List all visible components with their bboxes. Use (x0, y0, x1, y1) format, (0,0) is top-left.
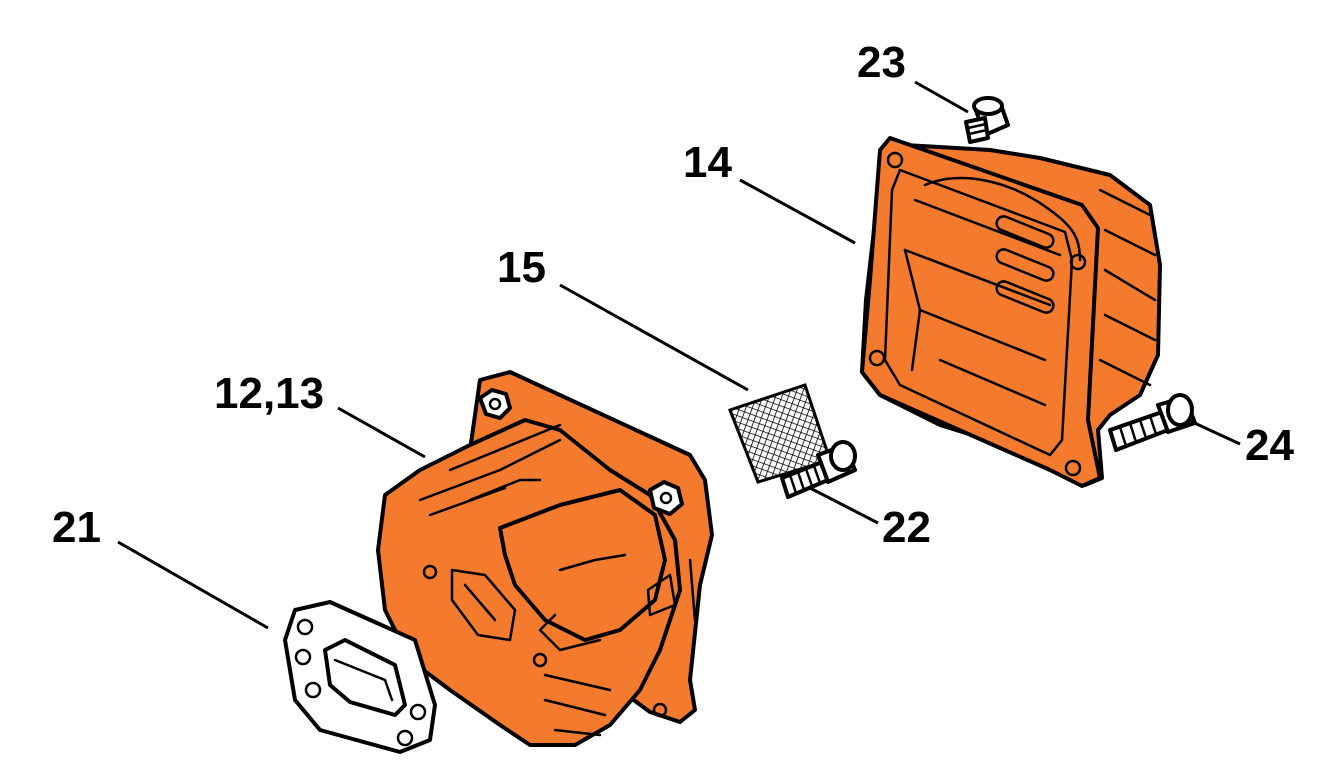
screw-part-22 (780, 440, 857, 499)
leader-line-21 (117, 540, 269, 630)
plug-screw-part-23 (964, 96, 1010, 144)
cover-bolt-hole (1069, 253, 1087, 271)
leader-line-22 (809, 486, 879, 525)
cover-bolt-hole (1064, 459, 1082, 477)
callout-12-13: 12,13 (214, 369, 324, 418)
callout-21: 21 (52, 503, 101, 552)
muffler-bolt-hole (532, 652, 548, 668)
gasket-part-21 (283, 600, 437, 754)
gasket-hole (304, 681, 322, 699)
callout-14: 14 (683, 138, 732, 187)
leader-line-24 (1187, 418, 1241, 446)
cover-bolt-hole (886, 151, 904, 169)
muffler-body-part-12-13 (376, 370, 714, 747)
gasket-hole (396, 729, 414, 747)
cover-slot (995, 248, 1055, 282)
cover-slot (995, 215, 1055, 249)
callout-22: 22 (882, 503, 931, 552)
callout-24: 24 (1245, 421, 1294, 470)
muffler-bolt-hole (652, 702, 668, 718)
hex-nut (648, 480, 684, 516)
cover-opening (883, 168, 1074, 457)
leader-line-15 (559, 283, 749, 392)
callout-23: 23 (857, 38, 906, 87)
muffler-outlet (450, 568, 517, 642)
callout-15: 15 (497, 243, 546, 292)
gasket-port (323, 638, 407, 717)
gasket-hole (296, 618, 314, 636)
muffler-cover-part-14 (860, 136, 1162, 488)
screw-part-24 (1108, 393, 1197, 452)
gasket-hole (294, 648, 312, 666)
leader-line-12-13 (337, 406, 426, 459)
cover-slot (995, 280, 1055, 314)
muffler-chamber (498, 488, 667, 642)
cover-flange (860, 136, 1102, 488)
cover-bolt-hole (868, 349, 886, 367)
leader-line-23 (914, 80, 969, 114)
muffler-bolt-hole (422, 564, 438, 580)
hex-nut (478, 388, 512, 420)
leader-line-14 (739, 178, 856, 245)
gasket-hole (409, 703, 427, 721)
